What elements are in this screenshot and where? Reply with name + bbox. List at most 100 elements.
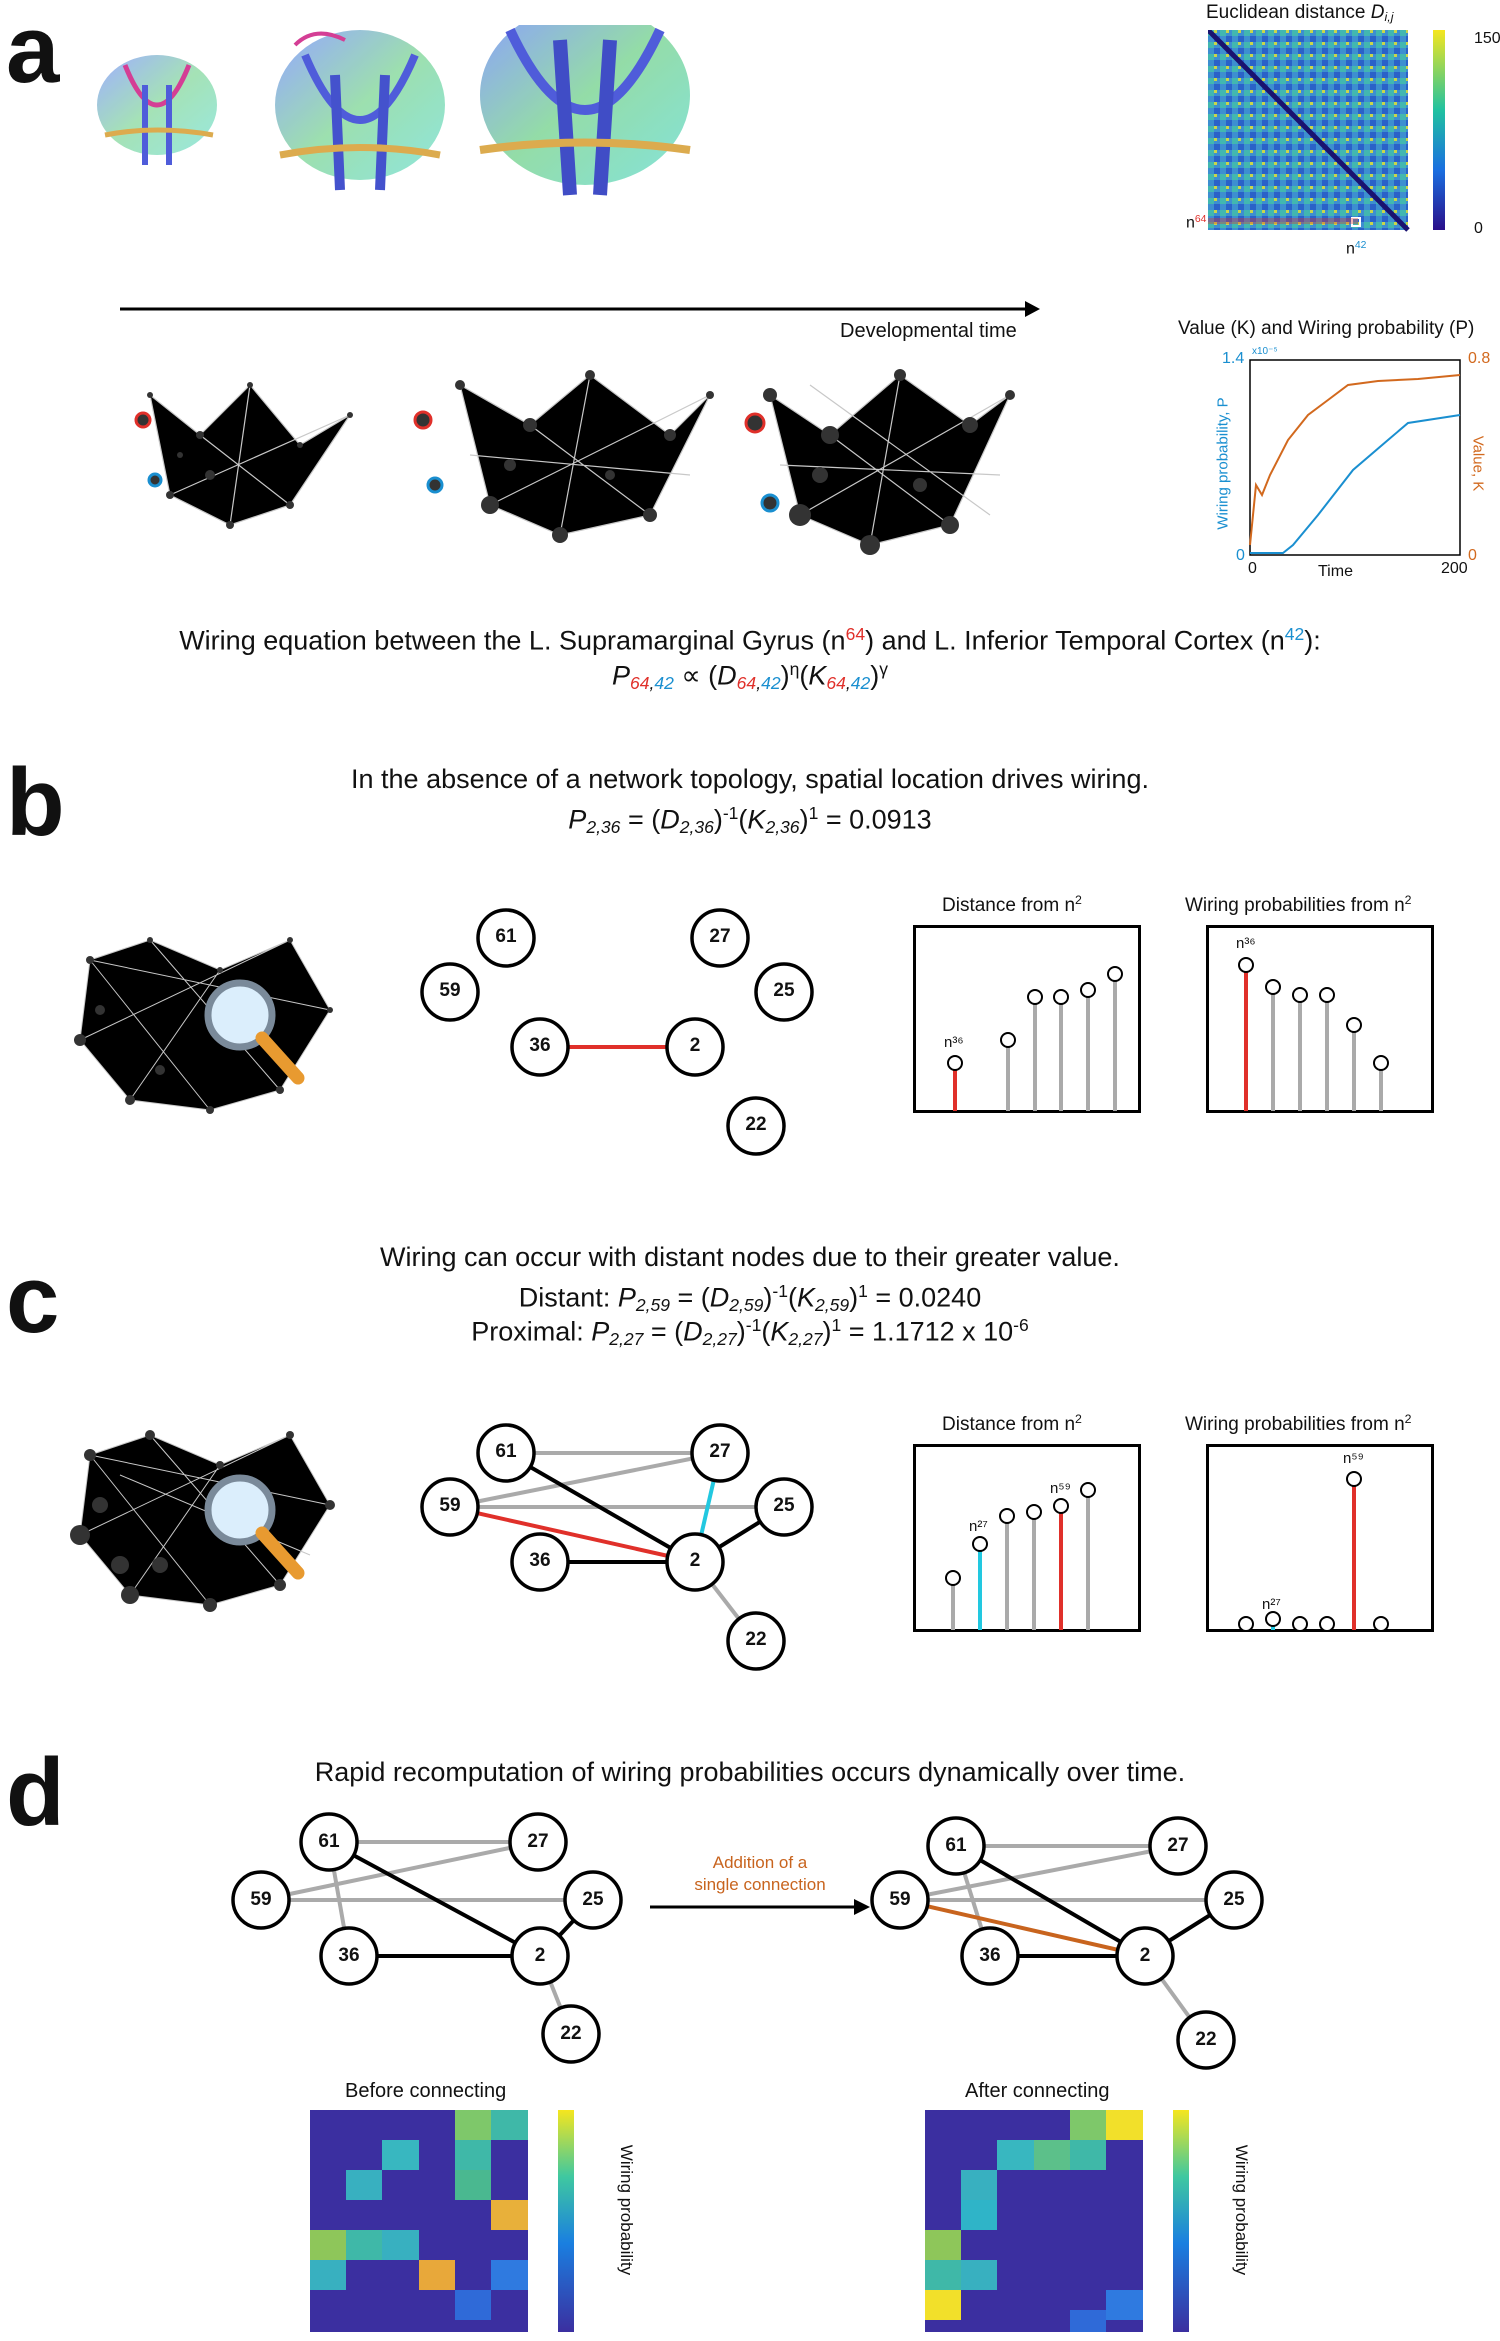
matrix-title-text: Euclidean distance (1206, 2, 1371, 23)
eq-sup-64: 64 (845, 624, 866, 644)
b-prob-title-text: Wiring probabilities from n (1185, 894, 1405, 916)
c-node-59: 59 (439, 1495, 461, 1516)
panel-b-node-diagram (420, 908, 814, 1156)
c-dist-marker-59: n⁵⁹ (1050, 1480, 1071, 1497)
d-arrow-label: Addition of a single connection (660, 1852, 860, 1896)
developmental-time-arrow (120, 301, 1040, 317)
c-node-22: 22 (745, 1629, 767, 1650)
b-node-59: 59 (439, 980, 461, 1001)
panel-b-eq-value: = 0.0913 (818, 804, 932, 835)
d-arrow-label-line1: Addition of a (712, 1853, 808, 1872)
c-dist-title: Distance from n2 (942, 1412, 1082, 1436)
left-axis-scale: x10⁻⁵ (1252, 346, 1278, 357)
c-node-61: 61 (495, 1441, 517, 1462)
node-row-sup: 64 (1194, 214, 1207, 225)
c-distance-stem-plot (913, 1444, 1141, 1632)
x-axis-max: 200 (1441, 560, 1468, 577)
value-probability-chart (1249, 359, 1461, 556)
d-before-graph (231, 1812, 623, 2064)
b-dist-title-sup: 2 (1075, 893, 1082, 907)
b-node-36: 36 (529, 1035, 551, 1056)
brain-large (479, 25, 691, 196)
b-prob-title: Wiring probabilities from n2 (1185, 893, 1412, 917)
c-node-36: 36 (529, 1550, 551, 1571)
right-axis-label: Value, K (1469, 435, 1487, 492)
wiring-equation-title: Wiring equation between the L. Supramarg… (0, 617, 1500, 658)
b-dist-marker: n³⁶ (944, 1034, 964, 1051)
b-prob-title-sup: 2 (1404, 893, 1412, 907)
c-distant-value: = 0.0240 (867, 1282, 982, 1313)
b-prob-marker: n³⁶ (1236, 935, 1256, 952)
panel-letter-a: a (6, 0, 60, 103)
eq-mid: ) and L. Inferior Temporal Cortex (n (865, 625, 1285, 656)
d-after-graph (870, 1816, 1264, 2070)
d-after-node-22: 22 (1195, 2029, 1217, 2050)
panel-letter-b: b (6, 749, 65, 856)
d-after-node-2: 2 (1139, 1945, 1151, 1966)
matrix-title-sub: i,j (1384, 10, 1394, 25)
x-axis-label: Time (1318, 563, 1353, 580)
d-before-node-22: 22 (560, 2023, 582, 2044)
panel-letter-c: c (6, 1246, 60, 1353)
eq-prefix: Wiring equation between the L. Supramarg… (179, 625, 846, 656)
d-arrow-label-line2: single connection (694, 1875, 826, 1894)
b-probability-stem-plot (1206, 925, 1434, 1113)
c-prob-marker-27: n²⁷ (1262, 1596, 1281, 1613)
d-after-node-27: 27 (1167, 1835, 1189, 1856)
panel-c-network (70, 1430, 335, 1612)
d-before-heatmap (310, 2110, 574, 2332)
panel-c-distant-eq: Distant: P2,59 = (D2,59)-1(K2,59)1 = 0.0… (518, 1281, 982, 1316)
tractography-brains (97, 25, 691, 196)
d-after-node-61: 61 (945, 1835, 967, 1856)
c-prob-title-sup: 2 (1404, 1412, 1412, 1426)
d-before-node-36: 36 (338, 1945, 360, 1966)
magnifier-icon (204, 979, 276, 1051)
b-node-22: 22 (745, 1114, 767, 1135)
c-dist-marker-27: n²⁷ (969, 1518, 988, 1535)
d-before-label: Before connecting (345, 2080, 507, 2102)
d-after-colorbar-label: Wiring probability (1232, 2144, 1251, 2276)
c-node-2: 2 (689, 1550, 701, 1571)
c-prob-title: Wiring probabilities from n2 (1185, 1412, 1412, 1436)
panel-b-network (74, 937, 333, 1114)
eq-sup-42: 42 (1284, 624, 1305, 644)
d-after-heatmap (925, 2110, 1189, 2332)
x-axis-min: 0 (1248, 560, 1257, 577)
probability-line (1250, 414, 1461, 554)
node-col-sup: 42 (1354, 240, 1367, 251)
developmental-time-label: Developmental time (840, 320, 1017, 342)
b-node-61: 61 (495, 926, 517, 947)
network-graphs-row (134, 369, 1015, 555)
panel-letter-d: d (6, 1739, 65, 1846)
distance-matrix (1208, 30, 1445, 232)
wiring-equation-formula: P64,42 ∝ (D64,42)η(K64,42)γ (611, 659, 889, 694)
d-after-node-59: 59 (889, 1889, 911, 1910)
right-axis-bottom: 0 (1468, 547, 1477, 564)
b-node-2: 2 (689, 1035, 701, 1056)
c-node-27: 27 (709, 1441, 731, 1462)
d-before-node-59: 59 (250, 1889, 272, 1910)
d-after-label: After connecting (965, 2080, 1110, 2102)
d-before-node-2: 2 (534, 1945, 546, 1966)
d-after-node-25: 25 (1223, 1889, 1245, 1910)
c-distant-label: Distant: (518, 1282, 618, 1313)
c-prob-title-text: Wiring probabilities from n (1185, 1413, 1405, 1435)
node-col-n: n (1346, 240, 1355, 258)
left-axis-label: Wiring probability, P (1214, 397, 1232, 530)
d-after-node-36: 36 (979, 1945, 1001, 1966)
right-axis-top: 0.8 (1468, 350, 1491, 367)
c-dist-title-text: Distance from n (942, 1413, 1076, 1435)
magnifier-icon-c (204, 1474, 276, 1546)
value-line (1249, 374, 1461, 546)
panel-c-proximal-eq: Proximal: P2,27 = (D2,27)-1(K2,27)1 = 1.… (471, 1315, 1029, 1350)
matrix-title: Euclidean distance Di,j (1206, 2, 1393, 24)
panel-d-headline: Rapid recomputation of wiring probabilit… (314, 1757, 1186, 1787)
d-before-colorbar-label: Wiring probability (617, 2144, 636, 2276)
b-node-27: 27 (709, 926, 731, 947)
c-proximal-exp: -6 (1013, 1315, 1029, 1335)
c-proximal-value: = 1.1712 x 10 (841, 1316, 1014, 1347)
colorbar-max: 150 (1474, 30, 1500, 47)
d-before-node-61: 61 (318, 1831, 340, 1852)
eq-suffix: ): (1304, 625, 1321, 656)
panel-b-headline: In the absence of a network topology, sp… (351, 764, 1149, 794)
